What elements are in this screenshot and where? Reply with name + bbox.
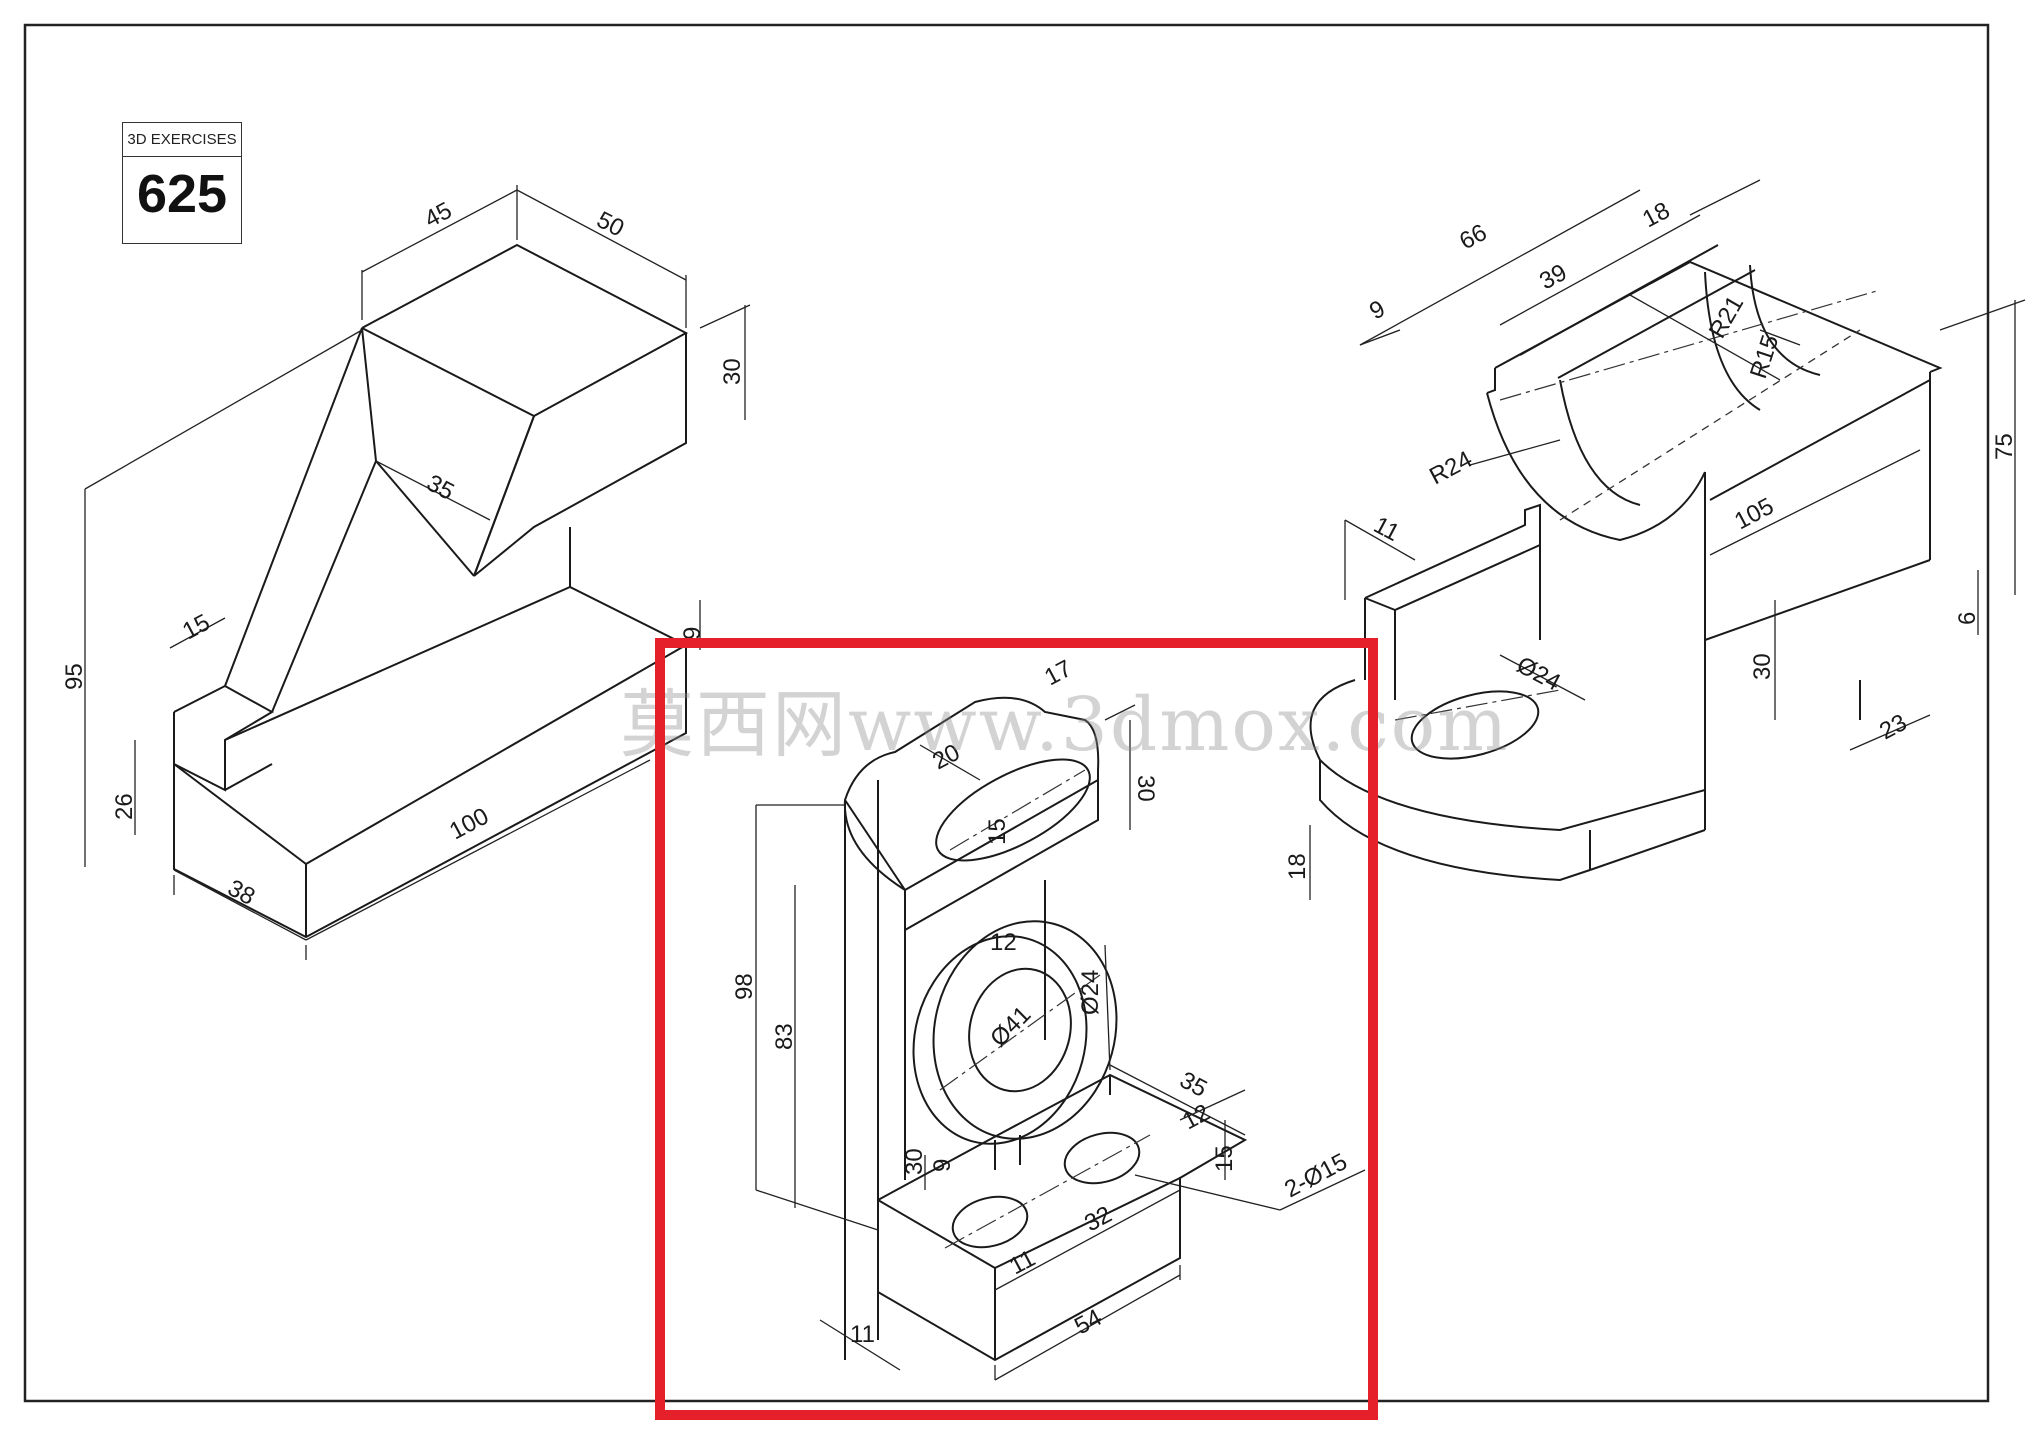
center-dim-30-slot: 30 [901,1148,928,1175]
left-dim-15: 15 [178,609,214,645]
right-dim-r15: R15 [1745,332,1784,382]
left-part-drawing: 45 50 30 35 95 15 26 100 38 9 [61,185,751,960]
right-dim-r24: R24 [1425,446,1477,491]
center-dim-dia24: Ø24 [1077,970,1104,1015]
center-dim-12-boss: 12 [990,929,1017,956]
right-dim-r21: R21 [1704,291,1749,343]
right-dim-23: 23 [1875,709,1911,745]
highlight-frame [655,638,1378,1420]
right-dim-18-bottom: 18 [1284,853,1311,880]
right-dim-66: 66 [1455,219,1491,255]
center-dim-11-bottom: 11 [850,1321,875,1348]
left-dim-30: 30 [719,358,746,385]
right-dim-9: 9 [1365,295,1389,325]
left-dim-26: 26 [111,793,138,820]
left-dim-45: 45 [420,197,456,233]
right-dim-39: 39 [1535,259,1571,295]
exercise-number: 625 [136,164,228,224]
right-part-drawing: 66 18 39 9 R21 R15 R24 75 105 11 Ø24 30 … [1284,179,2026,900]
right-dim-6: 6 [1954,612,1981,625]
right-dim-75: 75 [1991,433,2018,460]
center-dim-9: 9 [929,1159,956,1172]
left-dim-50: 50 [592,206,628,242]
center-dim-15-base: 15 [1211,1145,1238,1172]
left-dim-38: 38 [223,874,259,910]
left-dim-9: 9 [679,627,706,640]
left-dim-95: 95 [61,663,88,690]
center-dim-83: 83 [771,1023,798,1050]
center-dim-98: 98 [731,973,758,1000]
right-dim-18-top: 18 [1638,197,1674,233]
watermark-text: 莫西网www.3dmox.com [620,682,1510,768]
center-dim-30-top: 30 [1132,775,1159,802]
right-dim-dia24: Ø24 [1512,651,1565,696]
exercise-caption: 3D EXERCISES [123,123,241,157]
right-dim-30: 30 [1749,653,1776,680]
sheet-border [23,23,1990,1403]
right-dim-105: 105 [1730,493,1778,536]
right-dim-11: 11 [1369,511,1404,547]
center-dim-15: 15 [984,818,1011,845]
left-dim-100: 100 [445,803,493,846]
exercise-title-block: 3D EXERCISES 625 [122,122,242,244]
